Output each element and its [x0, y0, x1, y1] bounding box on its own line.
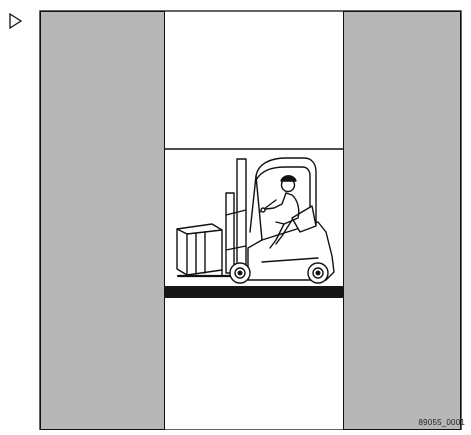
right-shaft-wall [344, 12, 461, 430]
pallet-load-box-icon [177, 224, 222, 275]
triangle-right-outline-icon [10, 14, 21, 28]
rear-wheel [308, 263, 328, 283]
platform-floor [164, 286, 344, 298]
left-shaft-wall [41, 12, 165, 430]
figure-id-label: 89055_0001 [419, 418, 466, 427]
front-wheel [230, 263, 250, 283]
